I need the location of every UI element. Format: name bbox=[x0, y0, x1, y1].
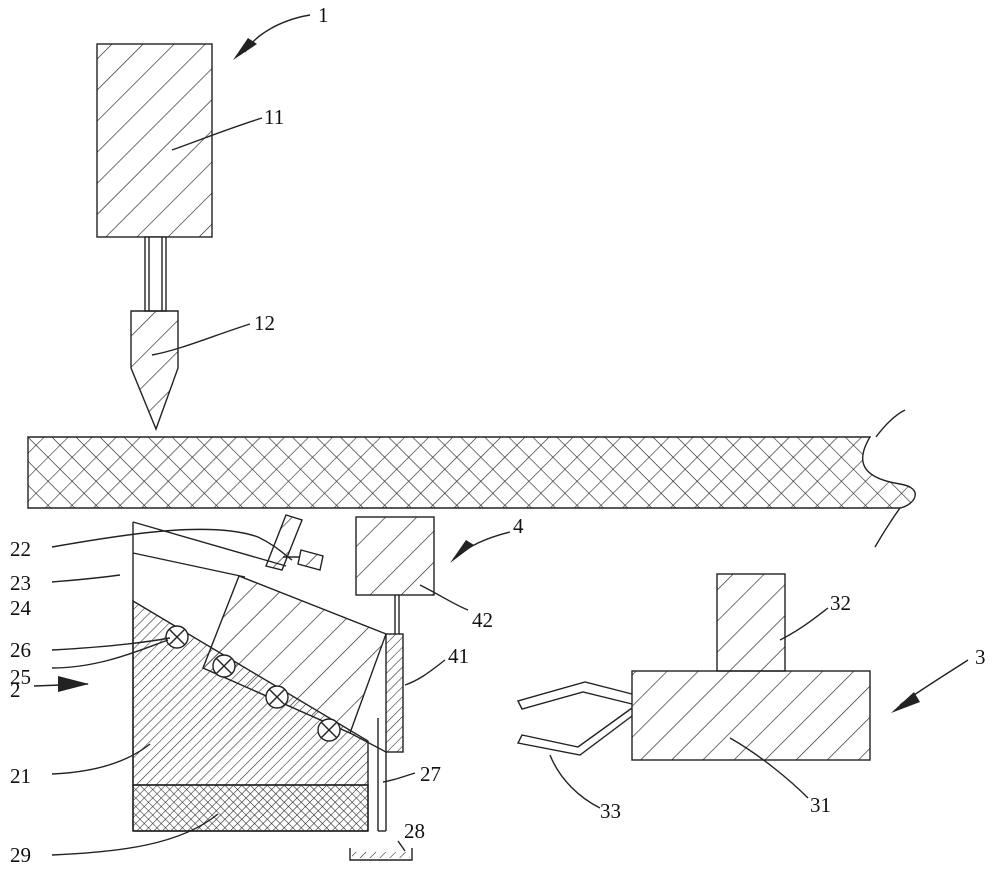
tilt-plate-24 bbox=[202, 575, 387, 753]
sensor-42 bbox=[355, 516, 435, 634]
sheet-material bbox=[27, 409, 916, 548]
body-31 bbox=[631, 670, 871, 761]
label-29: 29 bbox=[10, 843, 31, 867]
label-11: 11 bbox=[264, 105, 284, 129]
arm-32 bbox=[716, 573, 786, 672]
pad-29 bbox=[132, 784, 369, 832]
label-27: 27 bbox=[420, 762, 441, 786]
arrow-3 bbox=[891, 659, 969, 713]
label-33: 33 bbox=[600, 799, 621, 823]
label-1: 1 bbox=[318, 3, 329, 27]
label-22: 22 bbox=[10, 537, 31, 561]
claw-33 bbox=[516, 681, 633, 756]
rod-1 bbox=[144, 236, 167, 312]
rollers-25 bbox=[165, 625, 341, 742]
label-26: 26 bbox=[10, 638, 31, 662]
tray-28 bbox=[349, 848, 413, 861]
arrow-4 bbox=[450, 531, 511, 563]
label-23: 23 bbox=[10, 571, 31, 595]
label-32: 32 bbox=[830, 591, 851, 615]
label-24: 24 bbox=[10, 596, 32, 620]
pusher-22 bbox=[265, 514, 324, 571]
labels: 1 11 12 22 23 24 26 25 2 21 27 28 29 4 4… bbox=[10, 3, 986, 867]
label-31: 31 bbox=[810, 793, 831, 817]
cutter-12 bbox=[130, 310, 179, 431]
leader-lines bbox=[51, 117, 829, 856]
label-42: 42 bbox=[472, 608, 493, 632]
block-23 bbox=[132, 552, 246, 578]
label-28: 28 bbox=[404, 819, 425, 843]
label-41: 41 bbox=[448, 644, 469, 668]
label-2: 2 bbox=[10, 678, 21, 702]
label-3: 3 bbox=[975, 645, 986, 669]
label-4: 4 bbox=[513, 514, 524, 538]
stopper-41 bbox=[385, 633, 404, 753]
arrow-2 bbox=[33, 676, 89, 692]
label-21: 21 bbox=[10, 764, 31, 788]
arrow-1 bbox=[233, 14, 311, 60]
label-25: 25 bbox=[10, 665, 31, 689]
label-12: 12 bbox=[254, 311, 275, 335]
actuator-11 bbox=[96, 43, 213, 238]
